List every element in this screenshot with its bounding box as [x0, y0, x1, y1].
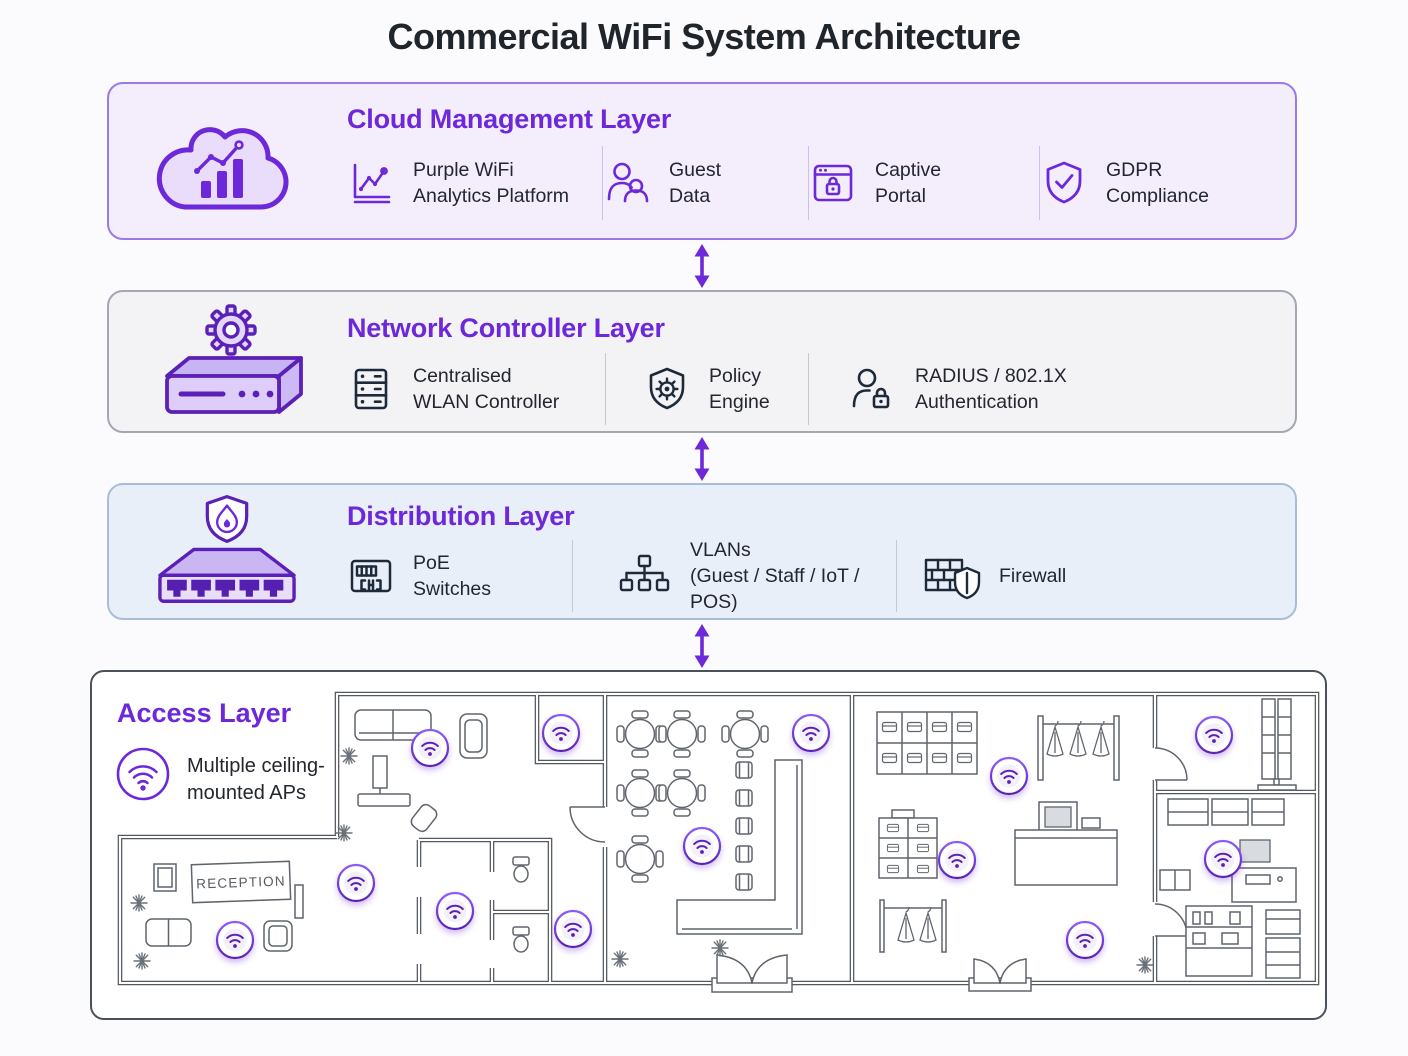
item-label: Engine	[709, 391, 770, 413]
divider	[605, 353, 606, 425]
item-label: WLAN Controller	[413, 391, 560, 413]
divider	[1039, 146, 1040, 220]
item-label: Compliance	[1106, 185, 1209, 207]
divider	[808, 353, 809, 425]
item-label: Policy	[709, 365, 762, 387]
item-label: Centralised	[413, 365, 512, 387]
network-item-radius: RADIUS / 802.1X Authentication	[809, 363, 1279, 415]
reception-sign: RECEPTION	[190, 860, 292, 904]
access-layer-title: Access Layer	[117, 698, 292, 728]
guest-users-icon	[603, 159, 651, 207]
item-label: Firewall	[999, 565, 1067, 587]
dist-item-vlans: VLANs (Guest / Staff / IoT / POS)	[573, 537, 896, 615]
desc-line: Multiple ceiling-	[187, 755, 325, 777]
cloud-item-gdpr: GDPR Compliance	[1040, 157, 1279, 209]
flow-arrow-distribution-access	[689, 623, 715, 669]
wifi-circle-icon	[115, 746, 171, 802]
gear-controller-icon	[149, 302, 309, 420]
divider	[808, 146, 809, 220]
distribution-layer-box: Distribution Layer PoE Switches	[107, 483, 1297, 620]
divider	[896, 540, 897, 612]
network-layer-title: Network Controller Layer	[347, 313, 665, 343]
desc-line: mounted APs	[187, 782, 306, 804]
analytics-chart-icon	[347, 159, 395, 207]
item-label: RADIUS / 802.1X	[915, 365, 1067, 387]
flow-arrow-network-distribution	[689, 436, 715, 482]
dist-item-poe: PoE Switches	[347, 550, 572, 602]
reception-label: RECEPTION	[196, 873, 286, 891]
shield-flame-switch-icon	[151, 492, 303, 605]
item-label: Authentication	[915, 391, 1039, 413]
floor-plan: RECEPTION	[92, 672, 1325, 1018]
distribution-layer-title: Distribution Layer	[347, 501, 575, 531]
access-layer-box: RECEPTION	[90, 670, 1327, 1020]
item-label: (Guest / Staff / IoT / POS)	[690, 565, 860, 613]
radius-auth-icon	[849, 365, 897, 413]
item-label: Data	[669, 185, 711, 207]
item-label: PoE	[413, 552, 450, 574]
shield-check-icon	[1040, 159, 1088, 207]
item-label: Guest	[669, 159, 722, 181]
item-label: Captive	[875, 159, 942, 181]
cloud-analytics-icon	[149, 110, 299, 213]
item-label: Switches	[413, 578, 492, 600]
poe-switch-icon	[347, 552, 395, 600]
page-title: Commercial WiFi System Architecture	[387, 16, 1021, 57]
wlan-controller-icon	[347, 365, 395, 413]
firewall-icon	[923, 552, 981, 600]
item-label: GDPR	[1106, 159, 1163, 181]
flow-arrow-cloud-network	[689, 243, 715, 289]
captive-portal-icon	[809, 159, 857, 207]
divider	[572, 540, 573, 612]
cloud-layer-title: Cloud Management Layer	[347, 104, 672, 134]
item-label: Analytics Platform	[413, 185, 570, 207]
item-label: VLANs	[690, 539, 751, 561]
dist-item-firewall: Firewall	[897, 552, 1279, 600]
item-label: Purple WiFi	[413, 159, 514, 181]
policy-engine-icon	[643, 365, 691, 413]
vlan-tree-icon	[616, 552, 672, 600]
divider	[602, 146, 603, 220]
item-label: Portal	[875, 185, 926, 207]
access-layer-description: Multiple ceiling- mounted APs	[187, 753, 325, 807]
